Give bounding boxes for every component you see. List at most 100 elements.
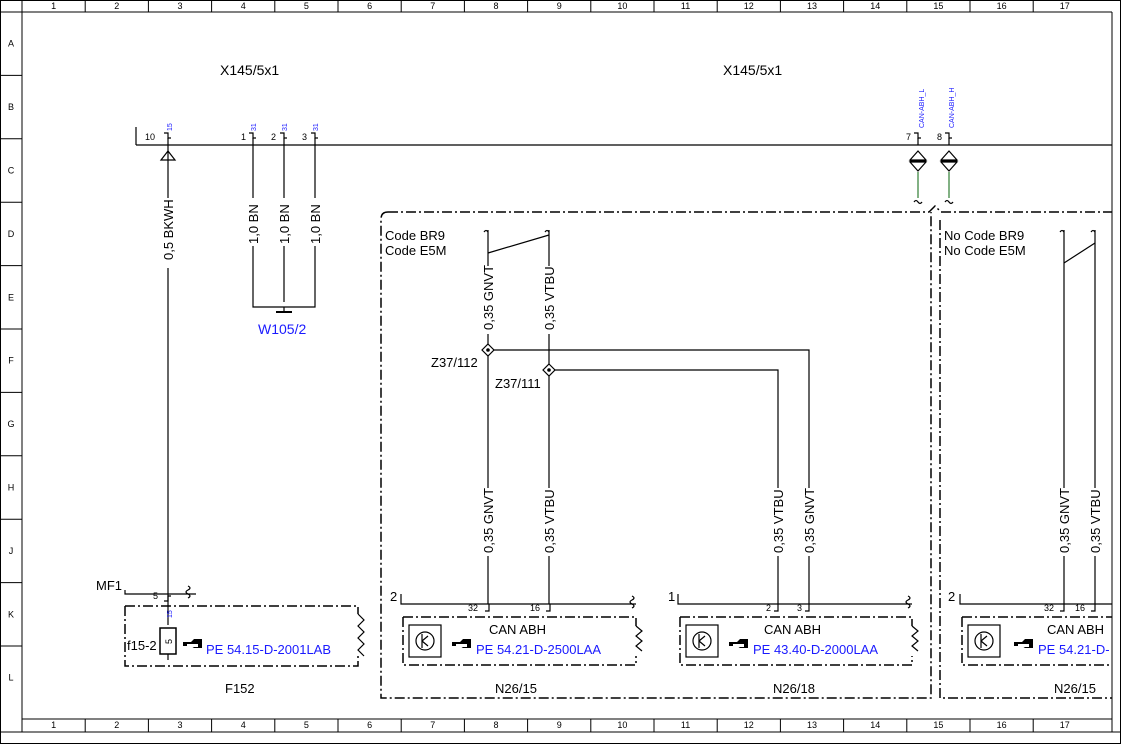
code-region-right: No Code BR9 No Code E5M [939,220,1112,699]
pin-signal: 31 [251,123,258,131]
grid-row-label: E [8,292,14,302]
grid-column-label: 12 [744,1,754,11]
connector-label-left: X145/5x1 [220,62,279,78]
pin-number: 8 [937,132,942,142]
fuse-label: f15-2 [127,638,157,653]
connector-number: 2 [390,589,397,604]
grid-column-label: 7 [430,1,435,11]
connector-label: MF1 [96,578,122,593]
wire-label: 0,35 VTBU [1088,489,1103,553]
splice-label[interactable]: Z37/111 [495,376,541,391]
bus-pin-10: 10 15 [145,123,174,145]
code-label: No Code BR9 [944,228,1024,243]
code-label: No Code E5M [944,243,1026,258]
pin-number: 10 [145,132,155,142]
pin-number: 5 [153,591,158,601]
module-name: N26/18 [773,681,815,696]
wire-label: 0,35 VTBU [542,266,557,330]
control-unit-icon [685,624,719,658]
reference-hand-icon [729,639,748,648]
wire-label: 0,35 GNVT [1057,488,1072,553]
fuse-value: 5 [164,639,174,644]
control-unit-icon [408,624,442,658]
code-region-left: Code BR9 Code E5M [380,204,1112,699]
grid-column-label: 2 [114,1,119,11]
grid-column-label: 12 [744,720,754,730]
pin-number: 1 [241,132,246,142]
module-n26-15-right[interactable]: 2 32 16 CAN ABH PE 54.21-D- N26/15 [948,589,1121,696]
connector-number: 1 [668,589,675,604]
reference-link[interactable]: PE 54.21-D-2500LAA [476,642,601,657]
control-unit-icon [967,624,1001,658]
grid-row-label: L [8,673,13,683]
grid-column-label: 10 [617,1,627,11]
reference-hand-icon [452,639,471,648]
reference-hand-icon [1014,639,1033,648]
module-n26-15[interactable]: 2 32 16 CAN ABH PE 54.21-D-2500LAA N26/1… [390,589,643,696]
grid-column-label: 8 [493,720,498,730]
splice-label[interactable]: Z37/112 [431,355,478,370]
grid-row-label: G [7,419,14,429]
wire-label: 0,35 GNVT [481,488,496,553]
pin-number: 32 [468,603,478,613]
connector-arrow-icon [939,150,959,172]
grid-column-label: 10 [617,720,627,730]
grid-column-label: 1 [51,1,56,11]
grid-column-label: 5 [304,1,309,11]
grid-row-label: J [9,546,14,556]
grid-column-label: 16 [997,720,1007,730]
bus-pin-7: 7 CAN-ABH_L [906,89,926,145]
grid-row-label: A [8,39,14,49]
pin-signal: 31 [313,123,320,131]
grid-column-label: 9 [557,1,562,11]
grid-column-label: 9 [557,720,562,730]
pin-number: 3 [302,132,307,142]
module-name: F152 [225,681,255,696]
splice-icon [542,363,556,377]
grid-row-label: H [8,483,15,493]
module-title: CAN ABH [764,622,821,637]
reference-link[interactable]: PE 54.15-D-2001LAB [206,642,331,657]
ground-point-label[interactable]: W105/2 [258,321,306,337]
grid-column-label: 14 [870,720,880,730]
reference-link[interactable]: PE 43.40-D-2000LAA [753,642,878,657]
grid-column-label: 6 [367,1,372,11]
grid-row-label: C [8,166,15,176]
can-wires-right: 0,35 GNVT 0,35 VTBU [1057,229,1103,604]
pin-number: 16 [1075,603,1085,613]
wire-label: 0,35 GNVT [481,265,496,330]
pin-number: 2 [766,603,771,613]
grid-column-label: 5 [304,720,309,730]
grid-column-label: 11 [681,720,690,730]
reference-link[interactable]: PE 54.21-D- [1038,642,1110,657]
grid-column-label: 8 [493,1,498,11]
wire-label: 0,35 VTBU [771,489,786,553]
grid-column-label: 14 [870,1,880,11]
grid-column-label: 4 [241,1,246,11]
splice-icon [481,343,495,357]
wire-label: 1,0 BN [277,204,292,244]
connector-label-right: X145/5x1 [723,62,782,78]
grid-column-label: 11 [681,1,690,11]
module-f152[interactable]: MF1 5 15 f15-2 5 PE 54.15-D-2001LAB F152 [96,578,365,696]
grid-column-label: 15 [933,1,943,11]
bus-pin-8: 8 CAN-ABH_H [937,88,956,145]
pin-signal: 31 [282,123,289,131]
grid-column-label: 3 [177,720,182,730]
pin-signal: 15 [167,610,174,618]
pin-signal: 15 [167,123,174,131]
code-label: Code BR9 [385,228,445,243]
pin-signal: CAN-ABH_L [919,89,926,128]
grid-row-label: K [8,609,14,619]
grid-column-label: 16 [997,1,1007,11]
grid-row-label: F [8,356,14,366]
pin-number: 7 [906,132,911,142]
module-name: N26/15 [1054,681,1096,696]
grid-row-label: B [8,102,14,112]
module-n26-18[interactable]: 1 2 3 CAN ABH PE 43.40-D-2000LAA N26/18 [668,589,919,696]
connector-arrow-icon [908,150,928,172]
pin-number: 16 [530,603,540,613]
bus-pin-2: 2 31 [271,123,289,145]
grid-row-label: D [8,229,15,239]
